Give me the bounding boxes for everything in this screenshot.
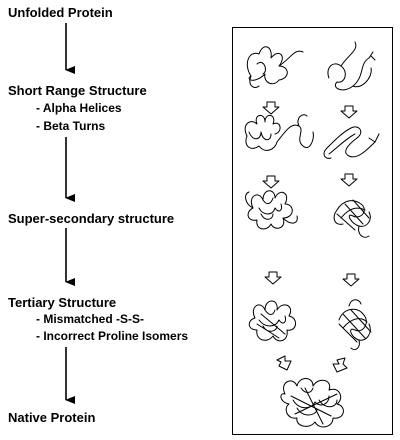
step-arrows-3 (264, 271, 360, 287)
unfolded-chain-right (327, 41, 376, 91)
step-arrows-1 (262, 101, 358, 119)
unfolded-chain-left (246, 46, 304, 89)
stage-tertiary-structure: Tertiary Structure (8, 295, 117, 310)
tertiary-right (338, 299, 372, 351)
supersecondary-right (333, 199, 371, 238)
stage-native-protein: Native Protein (8, 410, 96, 425)
folding-illustration-panel (232, 27, 393, 435)
native-protein (280, 378, 344, 428)
converge-arrows (276, 355, 348, 373)
tertiary-left (248, 300, 296, 342)
sub-mismatched-ss: - Mismatched -S-S- (36, 312, 145, 326)
stage-short-range-structure: Short Range Structure (8, 83, 147, 98)
sub-alpha-helices: - Alpha Helices (36, 101, 122, 115)
alpha-helix-chain (244, 114, 314, 151)
sub-incorrect-proline: - Incorrect Proline Isomers (36, 329, 189, 343)
stage-super-secondary: Super-secondary structure (8, 211, 175, 226)
step-arrows-2 (262, 173, 358, 189)
stage-unfolded-protein: Unfolded Protein (8, 5, 113, 20)
beta-turn-chain (323, 126, 380, 159)
supersecondary-left (245, 190, 298, 230)
sub-beta-turns: - Beta Turns (36, 119, 106, 133)
